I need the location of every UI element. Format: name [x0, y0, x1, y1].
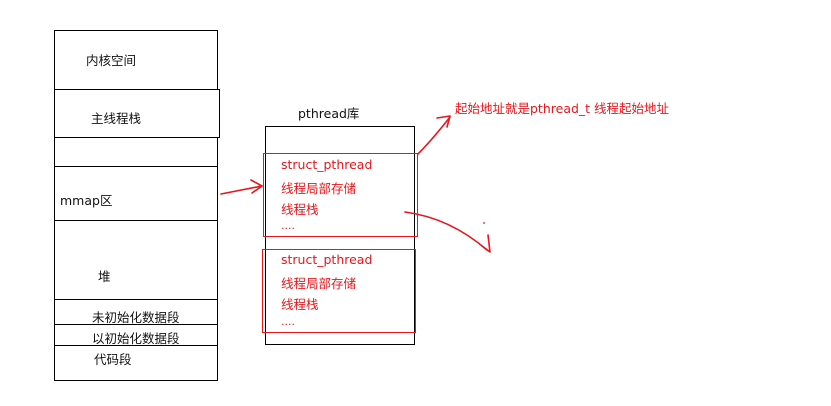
main-thread-stack-label: 主线程栈	[91, 111, 142, 126]
thread-2-struct-pthread: struct_pthread	[281, 252, 373, 267]
bss-segment-block	[54, 299, 218, 325]
thread-1-tls: 线程局部存储	[281, 181, 357, 196]
thread-1-stack: 线程栈	[281, 202, 319, 217]
second-arrow-head	[481, 234, 491, 253]
code-segment-block	[54, 345, 218, 381]
mmap-arrow-head	[250, 179, 263, 194]
thread-block-2	[262, 249, 416, 333]
bss-segment-label: 未初始化数据段	[92, 310, 180, 325]
pthread-library-title: pthread库	[298, 106, 360, 121]
kernel-space-label: 内核空间	[86, 53, 137, 68]
pthread-library-box	[265, 126, 415, 345]
start-address-annotation: 起始地址就是pthread_t 线程起始地址	[455, 101, 670, 116]
heap-label: 堆	[98, 269, 111, 284]
thread-2-more: ....	[281, 315, 295, 328]
thread-1-struct-pthread: struct_pthread	[281, 157, 373, 172]
thread-2-stack: 线程栈	[281, 297, 319, 312]
thread-block-1	[263, 153, 418, 237]
code-segment-label: 代码段	[94, 352, 132, 367]
thread-2-tls: 线程局部存储	[281, 276, 357, 291]
mmap-arrow	[220, 185, 263, 195]
mmap-region-label: mmap区	[60, 193, 113, 208]
annotation-arrow-head	[436, 115, 451, 128]
thread-1-more: ....	[281, 219, 295, 232]
second-arrow	[404, 211, 488, 251]
annotation-arrow	[417, 116, 451, 155]
gap-block	[54, 137, 218, 167]
red-dot	[483, 222, 485, 224]
data-segment-label: 以初始化数据段	[92, 331, 180, 346]
kernel-space-block	[54, 30, 218, 90]
heap-block	[54, 220, 218, 300]
